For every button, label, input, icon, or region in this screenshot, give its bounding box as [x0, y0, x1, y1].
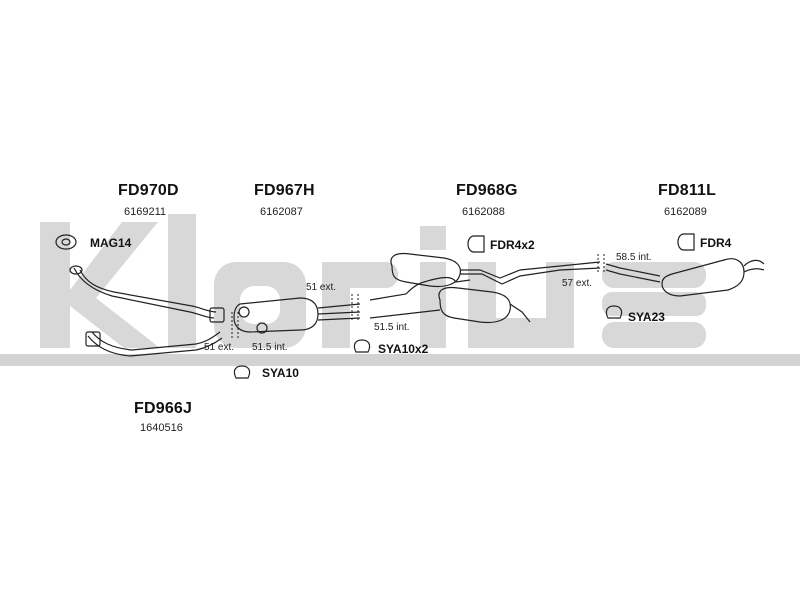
part-code-fd970d: FD970D — [118, 182, 179, 199]
part-number-fd968g: 6162088 — [462, 206, 505, 218]
accessory-sya10: SYA10 — [262, 366, 299, 380]
sya10x2-clamp-shape — [353, 339, 371, 353]
mag14-gasket-shape — [55, 234, 77, 250]
dimension-51-ext-b: 51 ext. — [204, 342, 235, 353]
dimension-58-5-int: 58.5 int. — [616, 252, 652, 263]
watermark-underline — [0, 354, 800, 366]
part-code-fd966j: FD966J — [134, 400, 193, 417]
centre-box-fd967h — [233, 297, 319, 333]
part-code-fd968g: FD968G — [456, 182, 518, 199]
part-number-fd970d: 6169211 — [124, 206, 167, 218]
accessory-sya23: SYA23 — [628, 310, 665, 324]
rear-silencer-fd811l — [661, 258, 745, 297]
accessory-fdr4x2: FDR4x2 — [490, 238, 535, 252]
part-number-fd811l: 6162089 — [664, 206, 707, 218]
accessory-fdr4: FDR4 — [700, 236, 732, 250]
fdr4x2-hanger-shape — [467, 235, 485, 253]
part-number-fd966j: 1640516 — [140, 422, 183, 434]
dimension-51-5-int-a: 51.5 int. — [374, 322, 410, 333]
rear-section-fd968g — [369, 276, 471, 301]
sya23-clamp-shape — [605, 305, 623, 319]
fdr4-hanger-shape — [677, 233, 695, 251]
dimension-51-5-int-b: 51.5 int. — [252, 342, 288, 353]
dimension-51-ext-a: 51 ext. — [306, 282, 337, 293]
dimension-57-ext: 57 ext. — [562, 278, 593, 289]
accessory-sya10x2: SYA10x2 — [378, 342, 429, 356]
front-pipe-fd966j — [87, 335, 223, 357]
part-code-fd811l: FD811L — [658, 182, 717, 199]
part-code-fd967h: FD967H — [254, 182, 315, 199]
part-number-fd967h: 6162087 — [260, 206, 303, 218]
accessory-mag14: MAG14 — [90, 236, 132, 250]
front-pipe-fd970d — [73, 267, 215, 319]
sya10-clamp-shape — [233, 365, 251, 379]
